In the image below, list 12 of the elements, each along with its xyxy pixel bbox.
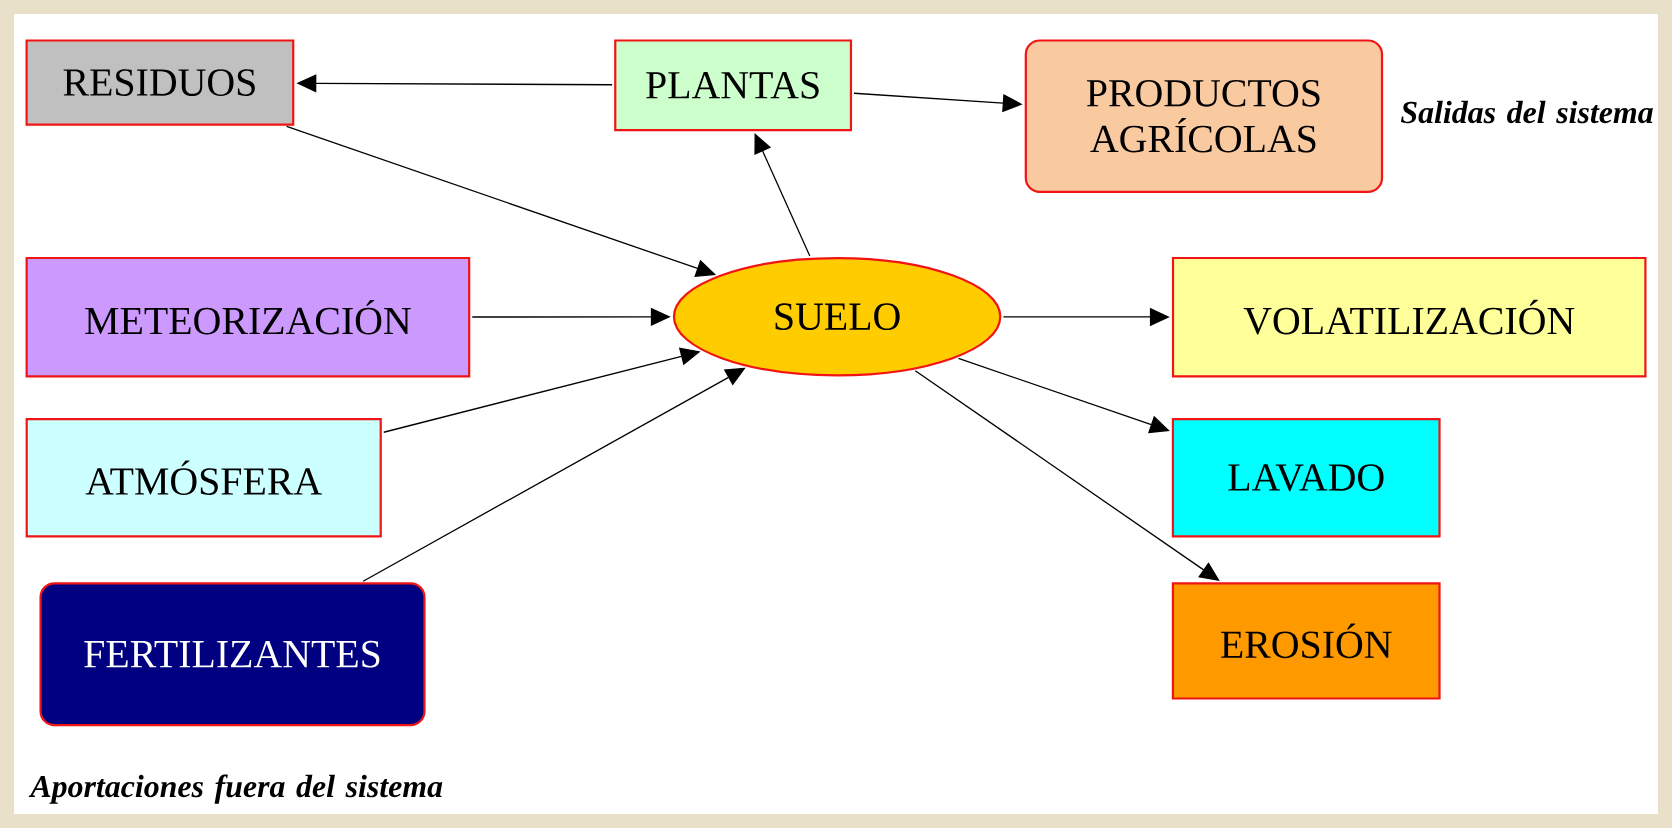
input-box: ATMÓSFERA (25, 417, 382, 538)
caption-text: Aportaciones fuera del sistema (28, 774, 443, 804)
input-box: FERTILIZANTES (39, 582, 426, 727)
output-box: PRODUCTOS AGRÍCOLAS (1024, 39, 1384, 193)
output-box: EROSIÓN (1171, 582, 1441, 700)
process-box: RESIDUOS (25, 39, 295, 126)
output-box: VOLATILIZACIÓN (1171, 256, 1647, 378)
arrow (754, 133, 811, 257)
process-box: PLANTAS (614, 39, 853, 132)
input-box: METEORIZACIÓN (25, 256, 471, 378)
arrow (957, 357, 1170, 434)
output-box: LAVADO (1171, 417, 1441, 538)
